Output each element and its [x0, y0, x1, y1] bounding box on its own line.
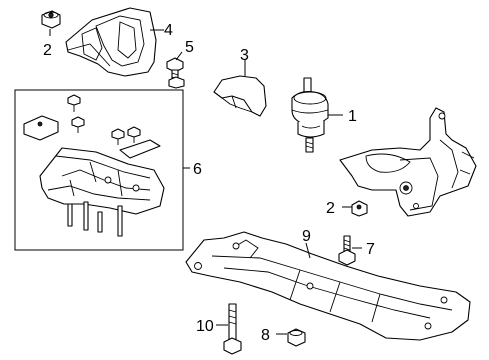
callout-1: 1 — [348, 108, 357, 125]
callout-2-top: 2 — [43, 42, 52, 59]
callout-4: 4 — [164, 22, 173, 39]
bolt-part-10 — [216, 303, 242, 355]
callout-9: 9 — [302, 228, 311, 245]
nut-part-8 — [276, 328, 306, 347]
nut-part-2-top — [41, 10, 61, 36]
engine-mount-part-1 — [291, 77, 343, 153]
transmission-case — [339, 107, 477, 217]
bolt-part-5 — [166, 51, 185, 89]
assembly-box-part-6 — [14, 89, 190, 251]
callout-10: 10 — [196, 318, 214, 335]
heat-shield-part-4 — [65, 7, 164, 77]
crossmember-part-9 — [185, 231, 471, 341]
callout-6: 6 — [193, 161, 202, 178]
callout-3: 3 — [240, 47, 249, 64]
nut-part-2-right — [342, 200, 368, 217]
box-bolt-a — [67, 94, 81, 112]
callout-2-right: 2 — [326, 200, 335, 217]
callout-8: 8 — [261, 327, 270, 344]
box-bolt-d — [127, 126, 141, 143]
callout-5: 5 — [185, 39, 194, 56]
bracket-cover-part-3 — [213, 60, 267, 117]
bolt-part-7 — [338, 235, 362, 266]
callout-7: 7 — [366, 241, 375, 258]
box-bolt-c — [111, 128, 125, 145]
box-bolt-b — [71, 116, 85, 133]
